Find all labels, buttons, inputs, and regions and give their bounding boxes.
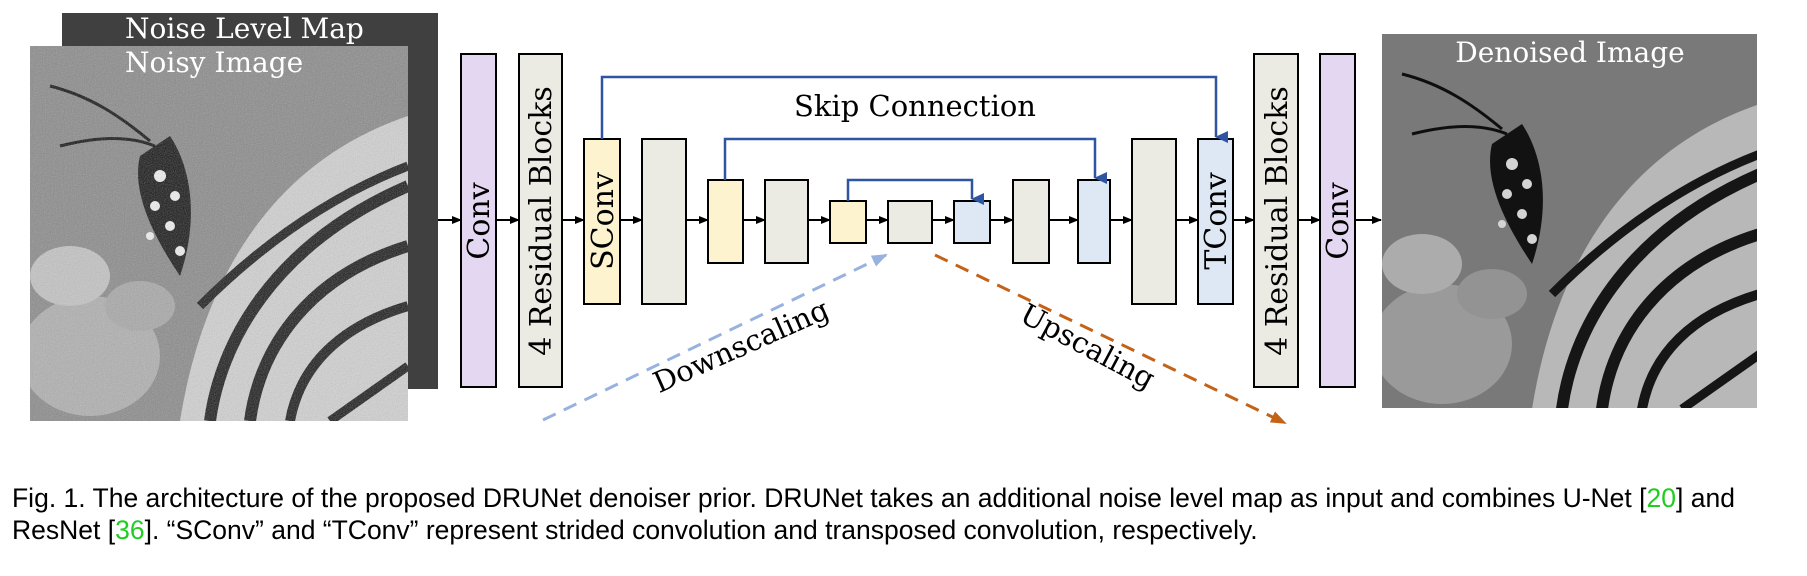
encoder-yellow-block-3 xyxy=(829,200,867,244)
encoder-yellow-block-2 xyxy=(707,179,744,264)
noise-level-map-label: Noise Level Map xyxy=(125,12,364,45)
caption-line-2: ResNet [36]. “SConv” and “TConv” represe… xyxy=(12,514,1792,546)
upscaling-label: Upscaling xyxy=(1015,297,1161,396)
sconv-block xyxy=(583,138,621,305)
decoder xyxy=(953,53,1356,388)
caption-text: ]. “SConv” and “TConv” represent strided… xyxy=(144,515,1258,545)
denoised-image xyxy=(1382,34,1757,408)
skip-connection-label: Skip Connection xyxy=(794,89,1036,123)
caption-text: ResNet [ xyxy=(12,515,116,545)
tconv-block xyxy=(1197,138,1234,305)
decoder-gray-block-2 xyxy=(1012,179,1050,264)
conv-in-label: Conv xyxy=(462,182,497,259)
residual-blocks-out-label: 4 Residual Blocks xyxy=(1260,86,1295,356)
conv-in-block xyxy=(460,53,497,388)
residual-blocks-in xyxy=(518,53,563,388)
citation-link[interactable]: 36 xyxy=(115,515,145,545)
encoder-gray-block-2 xyxy=(764,179,809,264)
encoder-gray-block-1 xyxy=(641,138,687,305)
skip-connections xyxy=(600,75,1228,205)
conv-out-label: Conv xyxy=(1321,182,1356,259)
noisy-image-label: Noisy Image xyxy=(125,46,303,79)
caption-text: ] and xyxy=(1676,483,1735,513)
decoder-blue-block-2 xyxy=(1077,179,1111,264)
decoder-blue-block-3 xyxy=(953,200,991,244)
downscaling-arrow xyxy=(542,253,888,422)
caption-text: Fig. 1. The architecture of the proposed… xyxy=(12,483,1647,513)
denoised-image-label: Denoised Image xyxy=(1455,36,1684,69)
caption-line-1: Fig. 1. The architecture of the proposed… xyxy=(12,482,1792,514)
encoder xyxy=(460,53,867,388)
bottleneck-block xyxy=(887,200,933,244)
citation-link[interactable]: 20 xyxy=(1646,483,1676,513)
downscaling-label: Downscaling xyxy=(648,292,834,400)
figure-caption: Fig. 1. The architecture of the proposed… xyxy=(12,482,1792,546)
conv-out-block xyxy=(1319,53,1356,388)
residual-blocks-out xyxy=(1253,53,1299,388)
sconv-label: SConv xyxy=(586,172,621,270)
upscaling-arrow xyxy=(934,253,1287,425)
residual-blocks-in-label: 4 Residual Blocks xyxy=(524,86,559,356)
tconv-label: TConv xyxy=(1199,172,1234,269)
decoder-gray-block-1 xyxy=(1131,138,1177,305)
noisy-image xyxy=(30,46,408,421)
